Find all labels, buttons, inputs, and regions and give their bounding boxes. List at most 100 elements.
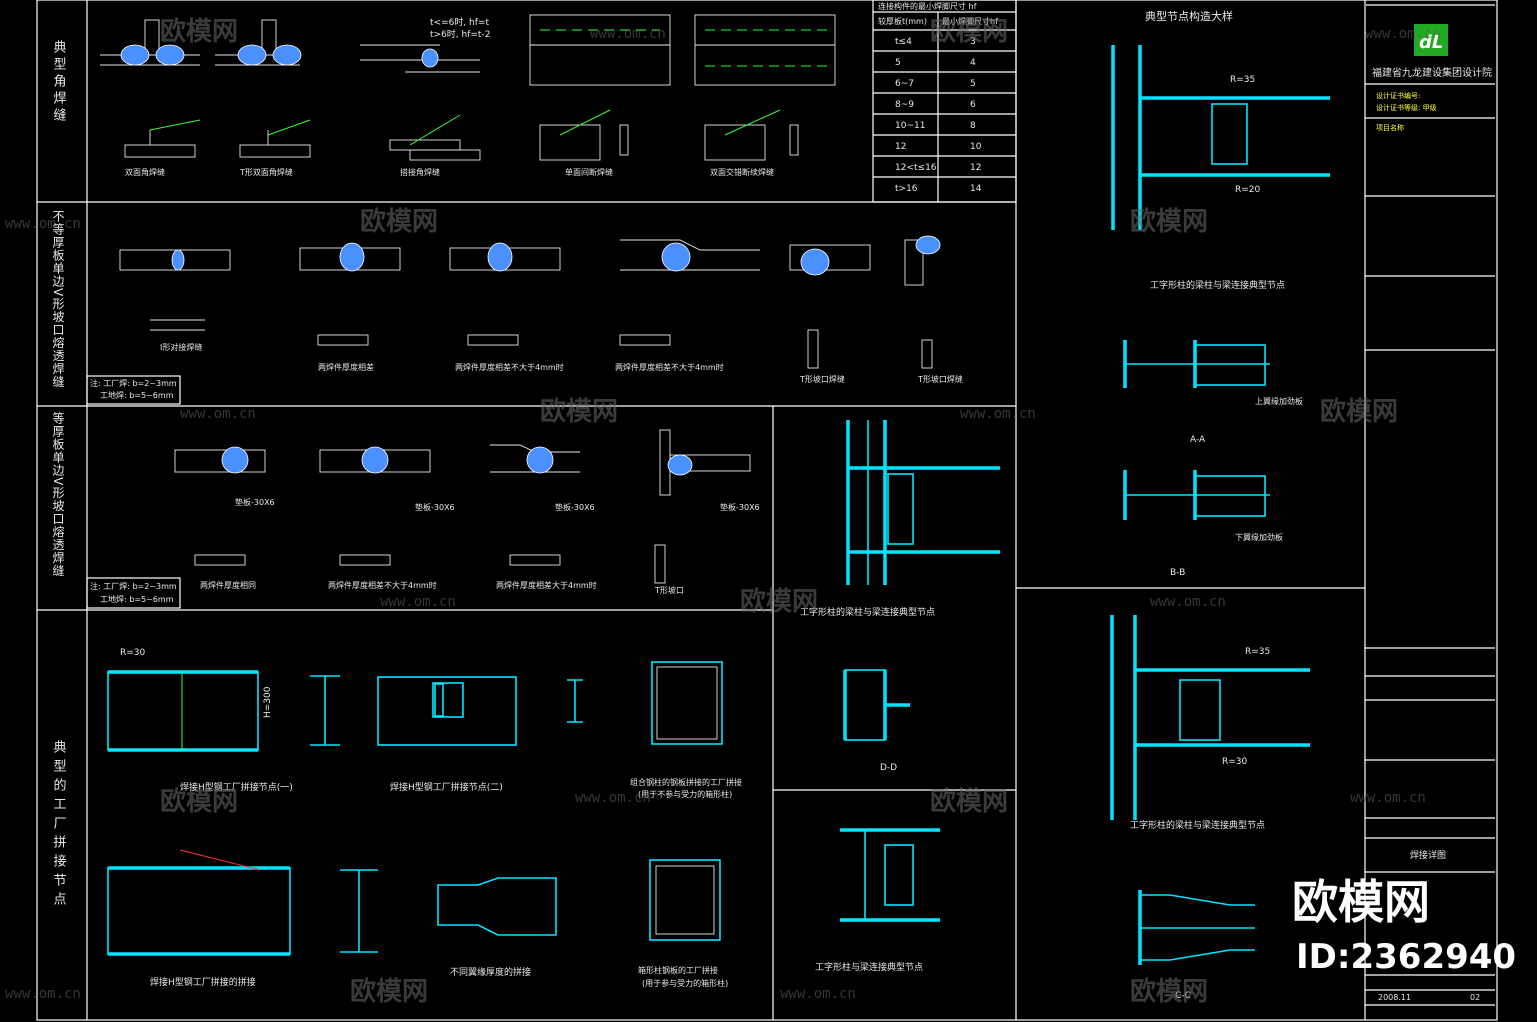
watermark-url: www.om.cn bbox=[180, 406, 256, 422]
backing-label-4: 垫板-30X6 bbox=[720, 502, 760, 512]
note-1-line2: 工地焊: b=5~6mm bbox=[100, 390, 174, 400]
watermark-url: www.om.cn bbox=[1365, 26, 1441, 42]
groove-caption-2: 两焊件厚度相差 bbox=[318, 362, 374, 372]
watermark-brand: 欧模网 bbox=[160, 786, 238, 817]
right-node-details: 典型节点构造大样 R=35 R=20 工字形柱的梁柱与梁连接典型节点 A-A B… bbox=[1110, 9, 1330, 1001]
watermark-url: www.om.cn bbox=[960, 406, 1036, 422]
middle-node-details: 工字形柱的梁柱与梁连接典型节点 D-D 工字形柱与梁连接典型节点 bbox=[800, 420, 1000, 973]
groove-caption-1: I形对接焊缝 bbox=[160, 342, 202, 352]
drawing-date: 2008.11 bbox=[1378, 993, 1411, 1002]
unequal-groove-row: I形对接焊缝 两焊件厚度相差 两焊件厚度相差不大于4mm时 两焊件厚度相差不大于… bbox=[86, 235, 963, 405]
watermark-brand: 欧模网 bbox=[740, 586, 818, 617]
table-title: 连接构件的最小焊脚尺寸 hf bbox=[878, 1, 977, 11]
equal-caption-4: T形坡口 bbox=[654, 585, 684, 595]
splice-caption-8: (用于参与受力的箱形柱) bbox=[642, 978, 728, 988]
sheet-number: 02 bbox=[1470, 993, 1480, 1002]
dd-caption: D-D bbox=[880, 763, 897, 773]
table-cell-thickness: 10~11 bbox=[895, 121, 925, 131]
equal-caption-3: 两焊件厚度相差大于4mm时 bbox=[496, 580, 597, 590]
right-label-upper: 上翼缘加劲板 bbox=[1255, 396, 1303, 406]
table-cell-thickness: 8~9 bbox=[895, 100, 914, 110]
fillet-note-2: t>6时, hf=t-2 bbox=[430, 28, 490, 40]
table-cell-thickness: 5 bbox=[895, 58, 901, 68]
fillet-weld-row: t<=6时, hf=t t>6时, hf=t-2 双面角焊缝 T形双面角焊缝 搭… bbox=[100, 14, 836, 177]
watermark-url: www.om.cn bbox=[380, 594, 456, 610]
splice-caption-1: 焊接H型钢工厂拼接节点(一) bbox=[180, 781, 293, 793]
splice-caption-7: 箱形柱钢板的工厂拼接 bbox=[638, 965, 718, 975]
dim-r35: R=35 bbox=[1230, 75, 1255, 85]
table-cell-thickness: t≤4 bbox=[895, 37, 912, 47]
cc-caption: C-C bbox=[1175, 991, 1191, 1001]
backing-label-1: 垫板-30X6 bbox=[235, 497, 275, 507]
project-label: 项目名称 bbox=[1376, 123, 1404, 132]
watermark-brand: 欧模网 bbox=[1130, 976, 1208, 1007]
note-1-line1: 注: 工厂焊: b=2~3mm bbox=[90, 378, 177, 388]
sidebar-labels: 典型角焊缝 不等厚板单边V形坡口熔透焊缝 等厚板单边V形坡口熔透焊缝 典型的工厂… bbox=[51, 40, 67, 911]
table-cell-thickness: 6~7 bbox=[895, 79, 914, 89]
table-cell-hf: 4 bbox=[970, 58, 976, 68]
sidebar-label-fillet: 典型角焊缝 bbox=[51, 40, 67, 125]
table-cell-thickness: t>16 bbox=[895, 184, 918, 194]
splice-row: R=30 H=300 焊接H型钢工厂拼接节点(一) 焊接H型钢工厂拼接节点(二)… bbox=[107, 648, 742, 988]
title-block: dL 福建省九龙建设集团设计院 设计证书编号: 设计证书等级: 甲级 项目名称 … bbox=[1365, 24, 1495, 1006]
table-cell-hf: 3 bbox=[970, 37, 976, 47]
backing-label-3: 垫板-30X6 bbox=[555, 502, 595, 512]
watermark-url: www.om.cn bbox=[1150, 594, 1226, 610]
splice-caption-2: 焊接H型钢工厂拼接节点(二) bbox=[390, 781, 503, 793]
watermark-brand: 欧模网 bbox=[1320, 396, 1398, 427]
table-cell-hf: 8 bbox=[970, 121, 976, 131]
watermark-url: www.om.cn bbox=[5, 986, 81, 1002]
logo-text: dL bbox=[1419, 32, 1443, 53]
table-cell-hf: 14 bbox=[970, 184, 982, 194]
watermark-layer: 欧模网 欧模网 欧模网 欧模网 欧模网 欧模网 欧模网 欧模网 欧模网 欧模网 … bbox=[5, 16, 1516, 1007]
table-cell-hf: 5 bbox=[970, 79, 976, 89]
right-caption-1: 工字形柱的梁柱与梁连接典型节点 bbox=[1150, 279, 1285, 291]
sidebar-label-unequal: 不等厚板单边V形坡口熔透焊缝 bbox=[51, 210, 65, 388]
dim-r35-b: R=35 bbox=[1245, 647, 1270, 657]
watermark-url: www.om.cn bbox=[780, 986, 856, 1002]
right-label-lower: 下翼缘加劲板 bbox=[1235, 532, 1283, 542]
cert-line-2: 设计证书等级: 甲级 bbox=[1376, 103, 1437, 112]
table-cell-hf: 10 bbox=[970, 142, 982, 152]
watermark-brand: 欧模网 bbox=[930, 16, 1008, 47]
fillet-caption-4: 单面间断焊缝 bbox=[565, 167, 613, 177]
fillet-caption-3: 搭接角焊缝 bbox=[400, 167, 440, 177]
splice-caption-3: 组合钢柱的钢板拼接的工厂拼接 bbox=[630, 777, 742, 787]
bb-caption: B-B bbox=[1170, 568, 1185, 578]
note-2-line2: 工地焊: b=5~6mm bbox=[100, 594, 174, 604]
table-cell-hf: 12 bbox=[970, 163, 981, 173]
splice-caption-5: 焊接H型钢工厂拼接的拼接 bbox=[150, 976, 256, 988]
groove-caption-3: 两焊件厚度相差不大于4mm时 bbox=[455, 362, 564, 372]
fillet-caption-1: 双面角焊缝 bbox=[125, 167, 165, 177]
dim-r30: R=30 bbox=[120, 648, 146, 658]
equal-groove-row: 垫板-30X6 垫板-30X6 垫板-30X6 垫板-30X6 两焊件厚度相同 … bbox=[86, 429, 760, 609]
watermark-brand: 欧模网 bbox=[160, 16, 238, 47]
watermark-brand: 欧模网 bbox=[540, 396, 618, 427]
right-title: 典型节点构造大样 bbox=[1145, 9, 1233, 23]
dim-r30-b: R=30 bbox=[1222, 757, 1248, 767]
watermark-url: www.om.cn bbox=[1350, 790, 1426, 806]
groove-caption-4: 两焊件厚度相差不大于4mm时 bbox=[615, 362, 724, 372]
fillet-caption-5: 双面交错断续焊缝 bbox=[710, 167, 774, 177]
groove-caption-5: T形坡口焊缝 bbox=[799, 374, 845, 384]
watermark-brand: 欧模网 bbox=[930, 786, 1008, 817]
watermark-brand: 欧模网 bbox=[360, 206, 438, 237]
table-header-1: 较厚板t(mm) bbox=[878, 16, 927, 26]
backing-label-2: 垫板-30X6 bbox=[415, 502, 455, 512]
splice-caption-6: 不同翼缘厚度的拼接 bbox=[450, 966, 531, 978]
watermark-url: www.om.cn bbox=[5, 216, 81, 232]
aa-caption: A-A bbox=[1190, 435, 1206, 445]
equal-caption-1: 两焊件厚度相同 bbox=[200, 580, 256, 590]
fillet-note-1: t<=6时, hf=t bbox=[430, 16, 489, 28]
drawing-name: 焊接详图 bbox=[1410, 849, 1446, 861]
sidebar-label-equal: 等厚板单边V形坡口熔透焊缝 bbox=[51, 412, 65, 578]
watermark-url: www.om.cn bbox=[590, 26, 666, 42]
fillet-caption-2: T形双面角焊缝 bbox=[239, 167, 293, 177]
equal-caption-2: 两焊件厚度相差不大于4mm时 bbox=[328, 580, 437, 590]
big-watermark-brand: 欧模网 bbox=[1292, 875, 1430, 929]
table-cell-thickness: 12 bbox=[895, 142, 906, 152]
company-logo bbox=[1414, 24, 1448, 56]
note-2-line1: 注: 工厂焊: b=2~3mm bbox=[90, 581, 177, 591]
